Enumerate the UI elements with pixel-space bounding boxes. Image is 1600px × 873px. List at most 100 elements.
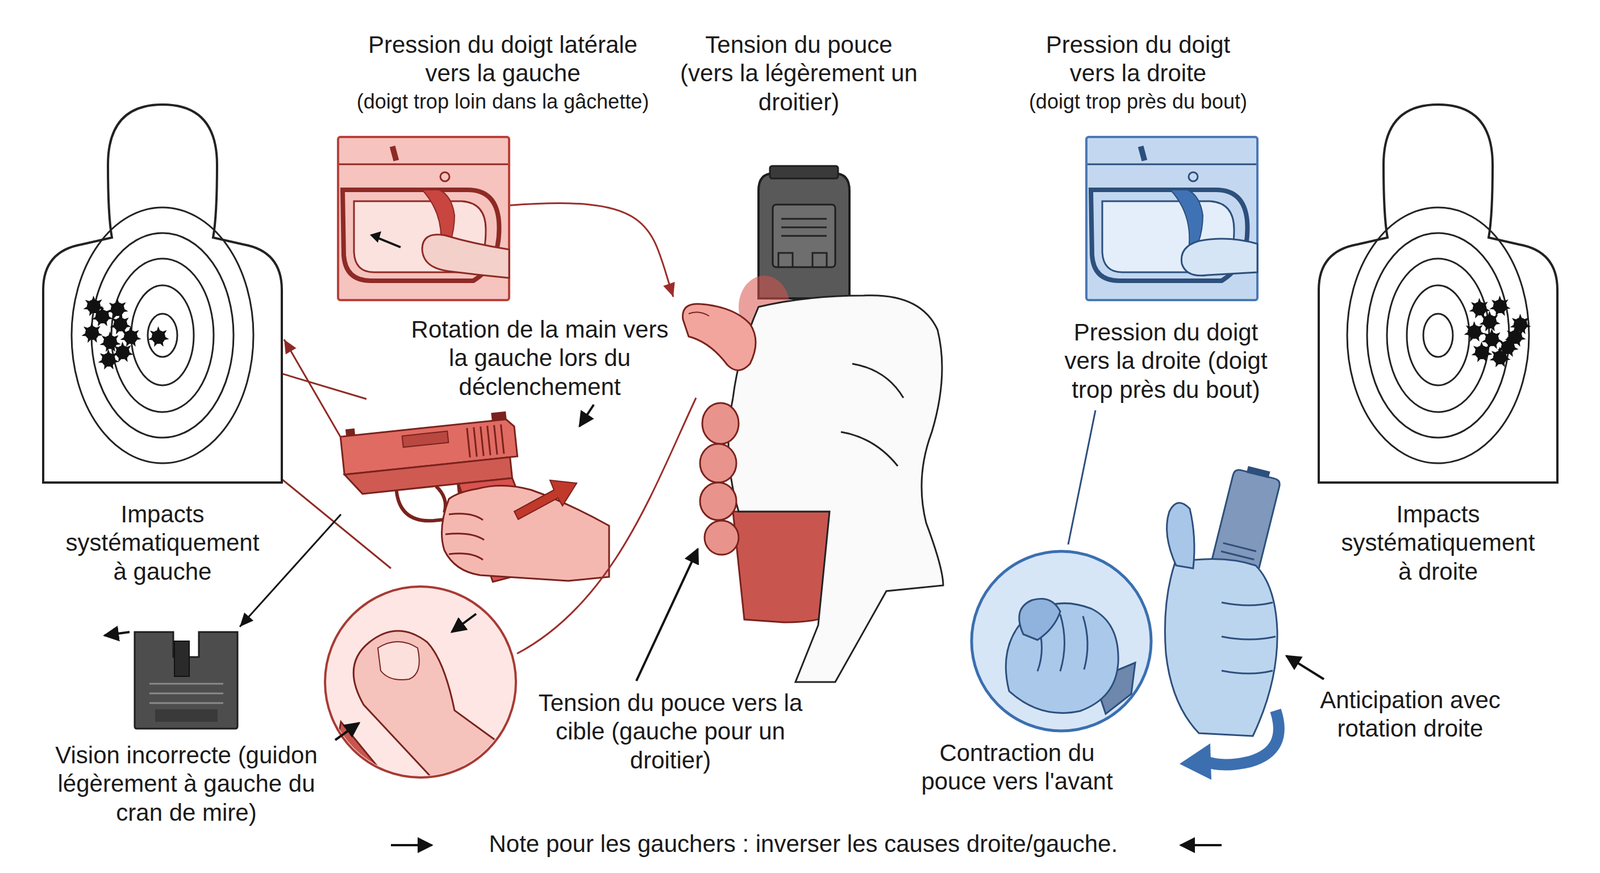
trigger-inset xyxy=(1085,135,1259,302)
thumb-zoom xyxy=(329,721,393,785)
target-silhouette xyxy=(148,326,170,347)
arrowhead xyxy=(239,612,254,627)
target-silhouette xyxy=(91,232,234,438)
target-silhouette xyxy=(1489,346,1511,368)
target-silhouette xyxy=(1489,295,1511,316)
target-silhouette xyxy=(120,326,142,347)
red-pistol xyxy=(490,411,507,422)
target-silhouette xyxy=(1472,301,1487,316)
trigger-inset xyxy=(1086,136,1258,300)
connector xyxy=(284,339,341,438)
target-silhouette xyxy=(115,345,130,360)
thumb-zoom xyxy=(335,722,360,740)
rear-sight xyxy=(155,709,218,722)
pistol-rear-view xyxy=(769,165,839,179)
small-arrow xyxy=(104,631,130,636)
target-left: Impacts systématiquement à gauche xyxy=(40,102,285,485)
cause-note: (doigt trop loin dans la gâchette) xyxy=(321,89,685,114)
target-silhouette xyxy=(1347,207,1529,464)
cause-heading: Tension du pouce (vers la légèrement un … xyxy=(679,30,919,117)
trigger-inset xyxy=(389,145,399,162)
red-hand xyxy=(442,485,610,581)
target-silhouette xyxy=(1406,285,1470,386)
target-silhouette xyxy=(98,348,120,370)
target-silhouette xyxy=(111,258,214,412)
target-silhouette xyxy=(1367,232,1510,438)
trigger-inset xyxy=(336,135,511,302)
pistol-rear-view xyxy=(772,204,836,268)
target-silhouette xyxy=(1469,297,1491,319)
target-silhouette xyxy=(1316,102,1560,485)
target-silhouette xyxy=(1481,328,1503,349)
target-silhouette xyxy=(1493,299,1507,314)
target-silhouette xyxy=(43,104,282,483)
target-silhouette xyxy=(113,317,128,332)
zoom-circle xyxy=(1019,598,1061,641)
cause-label: Pression du doigt vers la droite (doigt … xyxy=(1052,318,1280,404)
pistol-rear-view xyxy=(778,252,827,268)
blue-hand xyxy=(1164,559,1278,736)
cause-label: Contraction du pouce vers l'avant xyxy=(909,738,1125,797)
target-silhouette xyxy=(1482,314,1497,329)
target-silhouette xyxy=(1475,345,1489,360)
target-silhouette xyxy=(107,298,129,319)
hand-rotation-figure: Rotation de la main vers la gauche lors … xyxy=(340,411,608,583)
red-pistol xyxy=(345,428,356,437)
rear-sight xyxy=(174,640,190,677)
blue-hand xyxy=(1203,710,1279,765)
target-silhouette xyxy=(71,207,254,464)
note-arrow xyxy=(1180,843,1222,847)
note-arrow xyxy=(390,843,432,847)
trigger-inset xyxy=(422,234,510,278)
trigger-box-left: Pression du doigt latérale vers la gauch… xyxy=(336,135,511,302)
red-pistol xyxy=(402,431,449,448)
target-silhouette xyxy=(1485,332,1499,347)
cause-heading: Pression du doigt vers la droite xyxy=(1030,30,1247,89)
support-hand xyxy=(704,520,739,555)
thumb-zoom xyxy=(353,630,518,790)
target-silhouette xyxy=(1471,341,1493,362)
target-silhouette xyxy=(123,330,138,344)
red-pistol xyxy=(467,424,504,458)
red-hand xyxy=(445,513,485,560)
blue-hand xyxy=(1221,602,1276,674)
support-hand xyxy=(682,295,944,682)
trigger-inset xyxy=(1138,145,1148,162)
trigger-inset xyxy=(440,172,450,182)
sight-picture: Vision incorrecte (guidon légèrement à g… xyxy=(132,612,240,730)
trigger-inset xyxy=(338,136,510,300)
leader-line xyxy=(1068,410,1096,545)
cause-label: Rotation de la main vers la gauche lors … xyxy=(403,315,677,402)
trigger-inset xyxy=(1181,238,1258,276)
pointer-arrow xyxy=(636,548,698,681)
rear-sight xyxy=(149,683,224,703)
rear-sight xyxy=(134,631,238,729)
target-silhouette xyxy=(1505,326,1527,347)
link-line xyxy=(517,397,697,654)
pistol-rear-view xyxy=(781,218,827,236)
red-hand xyxy=(514,480,577,520)
trigger-box-right: Pression du doigt vers la droite(doigt t… xyxy=(1085,135,1259,302)
small-arrow xyxy=(579,404,594,427)
support-hand xyxy=(728,295,944,682)
target-silhouette xyxy=(147,313,178,357)
target-silhouette xyxy=(1479,310,1501,332)
target-silhouette xyxy=(1467,325,1482,339)
target-silhouette xyxy=(101,352,116,367)
thumb-zoom xyxy=(451,613,477,632)
target-caption: Impacts systématiquement à gauche xyxy=(57,500,268,586)
thumb-zoom-circle: Contraction du pouce vers l'avant xyxy=(969,548,1154,733)
blue-hand xyxy=(1179,743,1212,780)
target-caption: Impacts systématiquement à droite xyxy=(1332,500,1544,586)
target-silhouette xyxy=(110,302,125,316)
red-hand xyxy=(442,480,610,581)
cause-label: Tension du pouce vers la cible (gauche p… xyxy=(522,688,819,775)
rear-sight xyxy=(132,612,240,730)
trigger-inset xyxy=(1087,163,1257,166)
anticipation-figure: Anticipation avec rotation droite xyxy=(1153,469,1286,786)
arrowhead xyxy=(284,339,297,354)
cause-note: (doigt trop près du bout) xyxy=(1007,89,1269,114)
target-silhouette xyxy=(151,330,166,344)
thumb-zoom xyxy=(329,630,518,790)
